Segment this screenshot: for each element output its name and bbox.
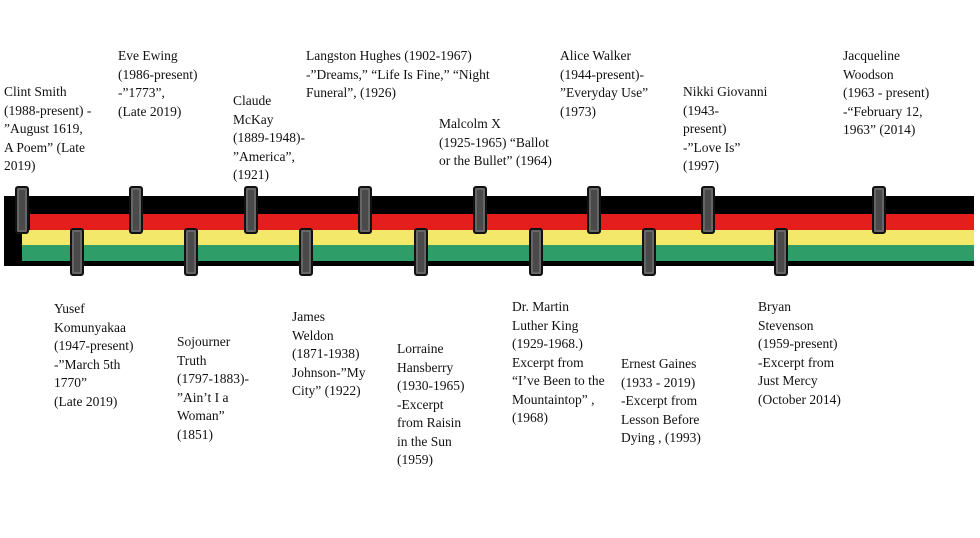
timeline-marker-james-weldon-johnson	[299, 228, 313, 276]
timeline-entry-langston-hughes: Langston Hughes (1902-1967) -”Dreams,” “…	[306, 48, 490, 100]
timeline-entry-ernest-gaines: Ernest Gaines (1933 - 2019) -Excerpt fro…	[621, 356, 701, 445]
timeline-yellow-band	[22, 230, 974, 245]
timeline-entry-sojourner-truth: Sojourner Truth (1797-1883)- ”Ain’t I a …	[177, 334, 249, 442]
timeline-entry-malcolm-x: Malcolm X (1925-1965) “Ballot or the Bul…	[439, 116, 552, 168]
timeline-entry-james-weldon-johnson: James Weldon (1871-1938) Johnson-”My Cit…	[292, 309, 366, 398]
timeline-marker-nikki-giovanni	[701, 186, 715, 234]
timeline-marker-yusef-komunyakaa	[70, 228, 84, 276]
timeline-entry-lorraine-hansberry: Lorraine Hansberry (1930-1965) -Excerpt …	[397, 341, 465, 467]
timeline-marker-malcolm-x	[473, 186, 487, 234]
timeline-entry-bryan-stevenson: Bryan Stevenson (1959-present) -Excerpt …	[758, 299, 841, 407]
timeline-entry-yusef-komunyakaa: Yusef Komunyakaa (1947-present) -”March …	[54, 301, 134, 409]
timeline-marker-jacqueline-woodson	[872, 186, 886, 234]
timeline-marker-lorraine-hansberry	[414, 228, 428, 276]
timeline-red-band	[30, 214, 974, 230]
timeline-marker-martin-luther-king	[529, 228, 543, 276]
timeline-entry-alice-walker: Alice Walker (1944-present)- ”Everyday U…	[560, 48, 649, 119]
timeline-marker-claude-mckay	[244, 186, 258, 234]
timeline-entry-eve-ewing: Eve Ewing (1986-present) -”1773”, (Late …	[118, 48, 198, 119]
timeline-marker-langston-hughes	[358, 186, 372, 234]
timeline-marker-bryan-stevenson	[774, 228, 788, 276]
timeline-marker-sojourner-truth	[184, 228, 198, 276]
timeline-marker-eve-ewing	[129, 186, 143, 234]
timeline-entry-martin-luther-king: Dr. Martin Luther King (1929-1968.) Exce…	[512, 299, 605, 425]
timeline-marker-alice-walker	[587, 186, 601, 234]
timeline-marker-ernest-gaines	[642, 228, 656, 276]
timeline-marker-clint-smith	[15, 186, 29, 234]
timeline-entry-clint-smith: Clint Smith (1988-present) - ”August 161…	[4, 84, 92, 173]
timeline-entry-jacqueline-woodson: Jacqueline Woodson (1963 - present) -“Fe…	[843, 48, 930, 137]
timeline-entry-nikki-giovanni: Nikki Giovanni (1943- present) -”Love Is…	[683, 84, 768, 173]
timeline-entry-claude-mckay: Claude McKay (1889-1948)- ”America”, (19…	[233, 93, 305, 182]
timeline-green-band	[22, 245, 974, 261]
